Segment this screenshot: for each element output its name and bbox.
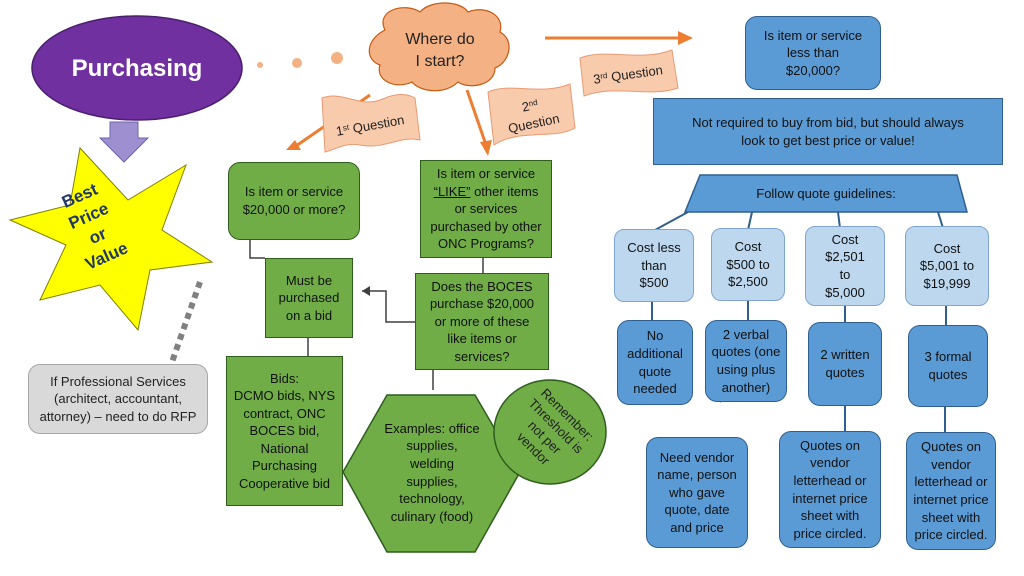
tier-cost-under-500: Cost less than $500 — [614, 229, 694, 302]
examples-text: Examples: office supplies, welding suppl… — [384, 420, 480, 524]
tier-cost-2501-5000: Cost $2,501 to $5,000 — [805, 226, 885, 306]
left-arrowhead — [362, 286, 370, 296]
purchasing-title: Purchasing — [72, 55, 203, 82]
start-cloud-line1: Where do — [405, 31, 474, 48]
boces-question-box: Does the BOCES purchase $20,000 or more … — [415, 273, 549, 370]
third-question-banner — [579, 49, 679, 97]
tier-rule-no-quote: No additional quote needed — [617, 320, 693, 405]
second-question-banner — [487, 83, 576, 146]
start-cloud-line2: I start? — [416, 53, 465, 70]
tier-note-vendor-info: Need vendor name, person who gave quote,… — [646, 437, 748, 548]
start-cloud — [368, 2, 510, 92]
thought-dot-medium — [292, 58, 302, 68]
examples-hexagon — [342, 394, 521, 553]
first-question-banner — [321, 94, 421, 153]
tier-note-written-quotes: Quotes on vendor letterhead or internet … — [779, 431, 881, 548]
thought-dot-small — [257, 62, 263, 68]
thought-dot-large — [331, 52, 343, 64]
second-question-line1: Is item or service — [436, 166, 536, 182]
flow-connectors — [249, 240, 484, 390]
second-question-label: 2nd — [521, 97, 540, 115]
must-bid-box: Must be purchased on a bid — [265, 258, 353, 338]
down-arrow-icon — [98, 121, 150, 163]
tier-cost-5001-19999: Cost $5,001 to $19,999 — [905, 226, 989, 306]
tier-note-formal-quotes: Quotes on vendor letterhead or internet … — [906, 432, 996, 550]
like-emphasis: “LIKE” — [433, 183, 471, 199]
not-required-box: Not required to buy from bid, but should… — [653, 98, 1003, 165]
quote-guidelines-label: Follow quote guidelines: — [756, 186, 895, 201]
first-question-box: Is item or service $20,000 or more? — [228, 162, 360, 240]
second-question-rest: “LIKE” other items or services purchased… — [430, 183, 541, 253]
bids-box: Bids: DCMO bids, NYS contract, ONC BOCES… — [226, 356, 343, 506]
second-question-tail: other items or services purchased by oth… — [430, 183, 542, 252]
remember-oval — [493, 379, 607, 485]
dotted-connector — [169, 281, 203, 363]
third-question-box: Is item or service less than $20,000? — [745, 16, 881, 90]
tier-rule-2-verbal: 2 verbal quotes (one using plus another) — [705, 320, 787, 402]
professional-services-box: If Professional Services (architect, acc… — [28, 364, 208, 434]
best-price-star — [8, 146, 214, 332]
tier-cost-500-2500: Cost $500 to $2,500 — [711, 228, 785, 301]
tier-rule-3-formal: 3 formal quotes — [908, 325, 988, 407]
tier-rule-2-written: 2 written quotes — [808, 322, 882, 406]
star-text-or: or — [86, 224, 110, 248]
quote-connectors — [651, 211, 947, 432]
purchasing-ellipse — [31, 15, 243, 121]
second-question-box: Is item or service “LIKE” other items or… — [420, 160, 552, 258]
quote-guidelines-shape — [683, 174, 968, 213]
